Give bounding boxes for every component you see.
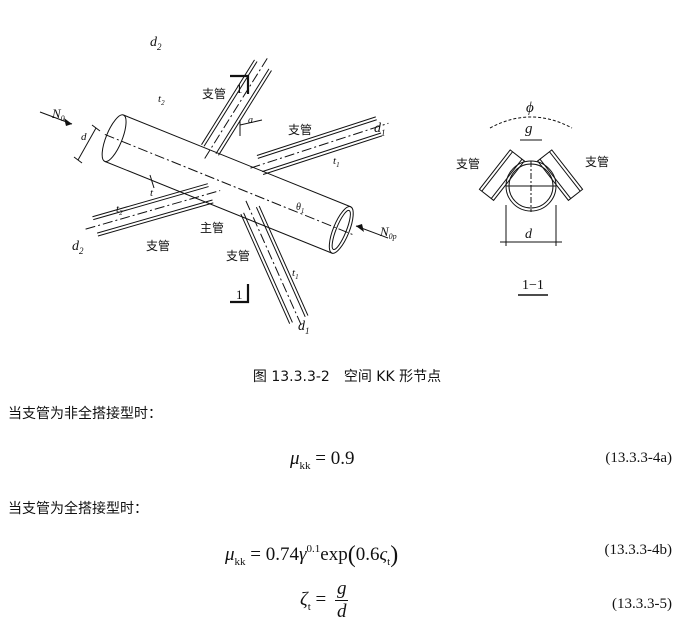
dim-t2-left: t2 <box>116 203 123 217</box>
dim-t1-right: t1 <box>333 155 340 169</box>
angle-phi: ϕ <box>526 100 534 116</box>
n0p-arrowhead <box>356 224 364 232</box>
dim-t2-top: t2 <box>158 93 165 107</box>
dim-d1-right: d1 <box>374 121 386 138</box>
paragraph-non-full-overlap: 当支管为非全搭接型时： <box>8 406 162 422</box>
kk-joint-drawing: d2 t2 支管 1 N0 d a 支管 d1 t1 t t2 d2 支管 主管… <box>39 35 609 336</box>
dim-t1-bottom: t1 <box>292 267 299 281</box>
section-mark-top: 1 <box>236 81 243 96</box>
force-n0: N0 <box>51 106 65 123</box>
section-title: 1−1 <box>522 278 544 293</box>
paragraph-full-overlap: 当支管为全搭接型时： <box>8 501 148 517</box>
label-main-chord: 主管 <box>200 220 224 235</box>
n0-arrowhead <box>64 118 72 126</box>
dim-d1-bottom: d1 <box>298 319 310 336</box>
section-dim-d: d <box>525 227 533 242</box>
equation-number-4a: (13.3.3-4a) <box>605 450 672 466</box>
force-n0p: N0p <box>379 224 397 241</box>
angle-theta: θ1 <box>296 202 304 215</box>
section-label-branch-left: 支管 <box>456 156 480 171</box>
brace-top <box>201 56 272 159</box>
section-1-1 <box>478 116 584 296</box>
brace-right <box>250 116 389 175</box>
figure: d2 t2 支管 1 N0 d a 支管 d1 t1 t t2 d2 支管 主管… <box>39 35 609 336</box>
dim-d2-top: d2 <box>150 35 162 52</box>
equation-4b: μkk = 0.74γ0.1exp(0.6ςt) (13.3.3-4b) <box>225 542 673 568</box>
label-branch-right: 支管 <box>288 122 312 137</box>
dim-g: g <box>525 121 533 137</box>
label-branch-top: 支管 <box>202 86 226 101</box>
main-chord <box>101 114 356 254</box>
dim-d2-left: d2 <box>72 239 84 256</box>
brace-left <box>85 183 221 237</box>
equation-number-4b: (13.3.3-4b) <box>604 542 673 558</box>
figure-caption: 图 13.3.3-2 空间 KK 形节点 <box>252 369 442 385</box>
equation-4a: μkk = 0.9 (13.3.3-4a) <box>290 448 672 472</box>
label-branch-bottom: 支管 <box>226 248 250 263</box>
dim-a: a <box>248 115 253 126</box>
brace-bottom <box>240 200 309 329</box>
section-label-branch-right: 支管 <box>585 154 609 169</box>
equation-number-5: (13.3.3-5) <box>612 596 672 612</box>
section-mark-bottom: 1 <box>236 287 243 302</box>
dim-d-chord: d <box>81 131 87 143</box>
label-branch-left: 支管 <box>146 238 170 253</box>
dim-t-chord: t <box>150 187 154 199</box>
